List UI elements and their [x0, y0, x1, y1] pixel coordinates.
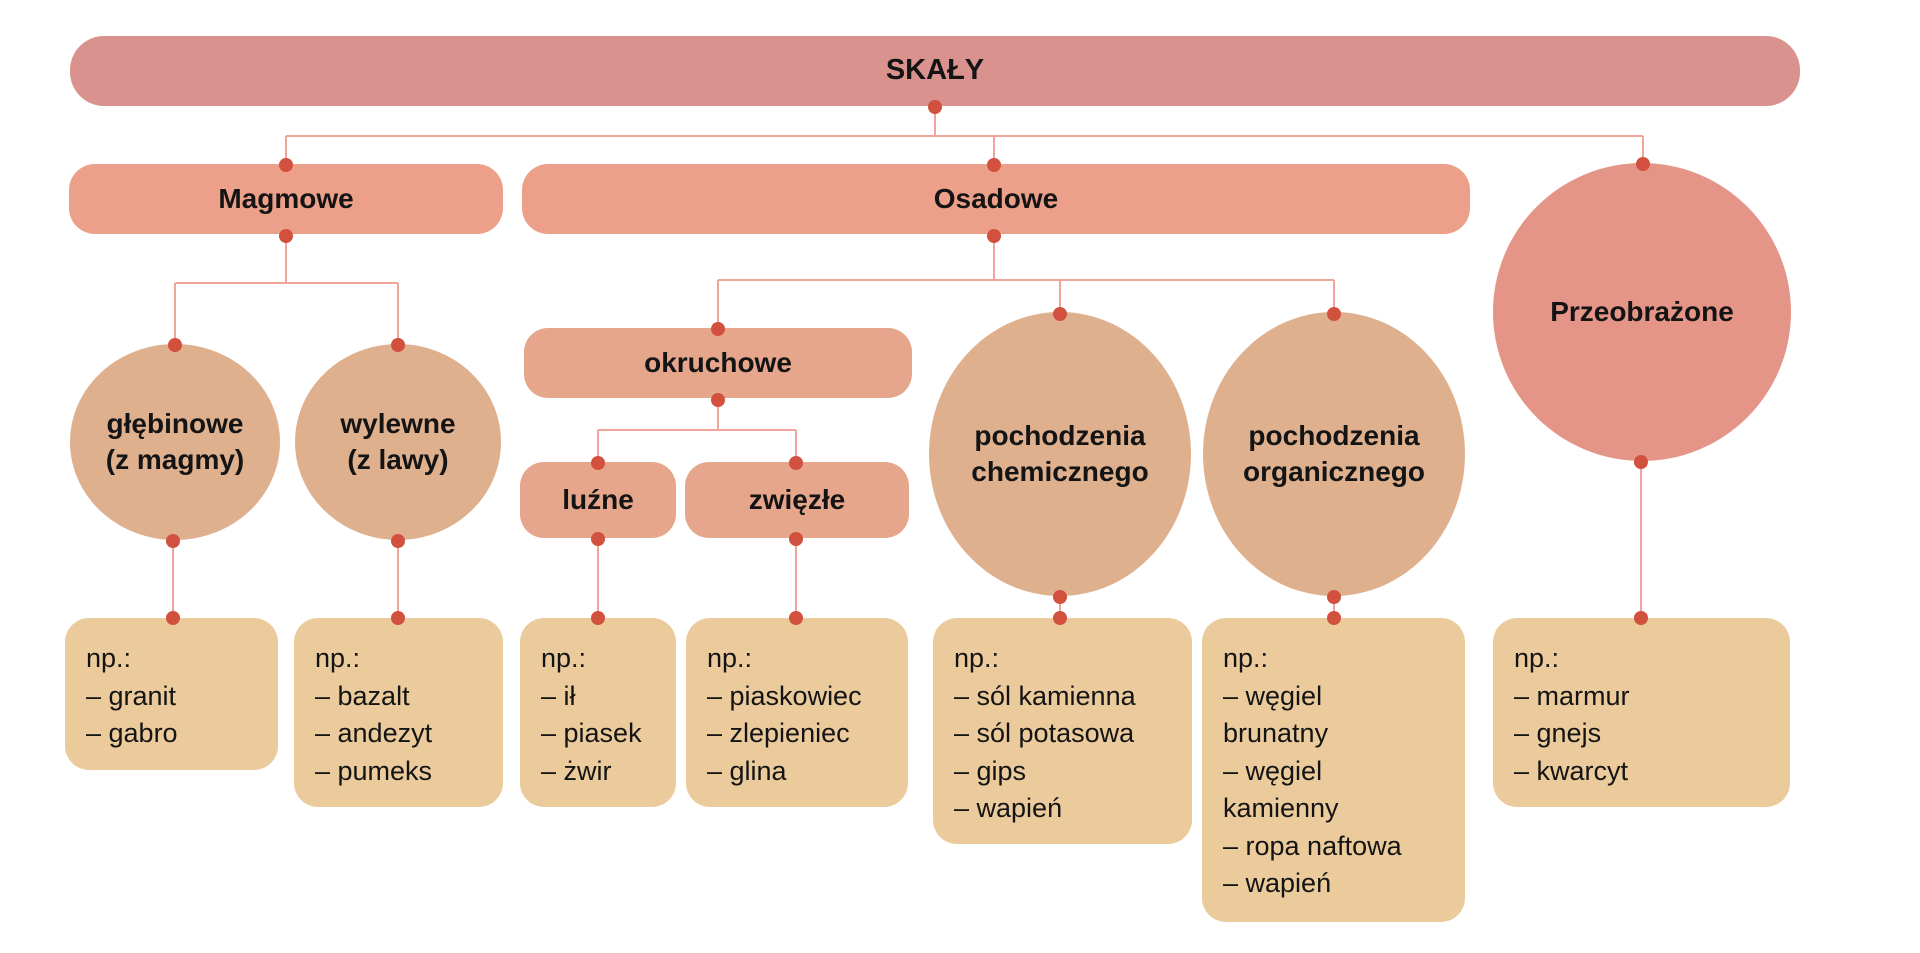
connector-zwiezle-to-examples: [789, 532, 803, 625]
connector-okruchowe-to-children: [591, 393, 803, 470]
node-magmowe-label: Magmowe: [218, 183, 354, 215]
connector-luzne-to-examples: [591, 532, 605, 625]
node-osadowe-label: Osadowe: [933, 183, 1059, 215]
examples-wylewne: np.: – bazalt – andezyt – pumeks: [294, 618, 503, 807]
node-zwiezle: zwięzłe: [685, 462, 909, 538]
node-wylewne: wylewne (z lawy): [295, 344, 501, 540]
examples-zwiezle: np.: – piaskowiec – zlepieniec – glina: [686, 618, 908, 807]
examples-luzne: np.: – ił – piasek – żwir: [520, 618, 676, 807]
node-pochodzenia-organicznego-label: pochodzenia organicznego: [1242, 420, 1425, 487]
node-okruchowe-label: okruchowe: [644, 347, 792, 379]
node-przeobrazone-label: Przeobrażone: [1550, 296, 1734, 328]
connector-root-to-level1: [279, 100, 1650, 172]
node-luzne: luźne: [520, 462, 676, 538]
examples-organiczne: np.: – węgiel brunatny – węgiel kamienny…: [1202, 618, 1465, 922]
node-skaly-label: SKAŁY: [885, 54, 985, 87]
node-glebinowe-label: głębinowe (z magmy): [105, 408, 245, 475]
connector-przeobrazone-to-examples: [1634, 455, 1648, 625]
examples-glebinowe: np.: – granit – gabro: [65, 618, 278, 770]
connector-glebinowe-to-examples: [166, 534, 180, 625]
node-zwiezle-label: zwięzłe: [748, 484, 846, 516]
node-okruchowe: okruchowe: [524, 328, 912, 398]
examples-przeobrazone: np.: – marmur – gnejs – kwarcyt: [1493, 618, 1790, 807]
node-magmowe: Magmowe: [69, 164, 503, 234]
examples-chemiczne: np.: – sól kamienna – sól potasowa – gip…: [933, 618, 1192, 844]
connector-wylewne-to-examples: [391, 534, 405, 625]
node-osadowe: Osadowe: [522, 164, 1470, 234]
connector-magmowe-to-children: [168, 229, 405, 352]
node-luzne-label: luźne: [562, 484, 634, 516]
node-pochodzenia-chemicznego: pochodzenia chemicznego: [929, 312, 1191, 596]
node-pochodzenia-chemicznego-label: pochodzenia chemicznego: [971, 420, 1149, 487]
node-glebinowe: głębinowe (z magmy): [70, 344, 280, 540]
node-wylewne-label: wylewne (z lawy): [340, 408, 456, 475]
node-przeobrazone: Przeobrażone: [1493, 163, 1791, 461]
node-pochodzenia-organicznego: pochodzenia organicznego: [1203, 312, 1465, 596]
node-skaly: SKAŁY: [70, 36, 1800, 106]
